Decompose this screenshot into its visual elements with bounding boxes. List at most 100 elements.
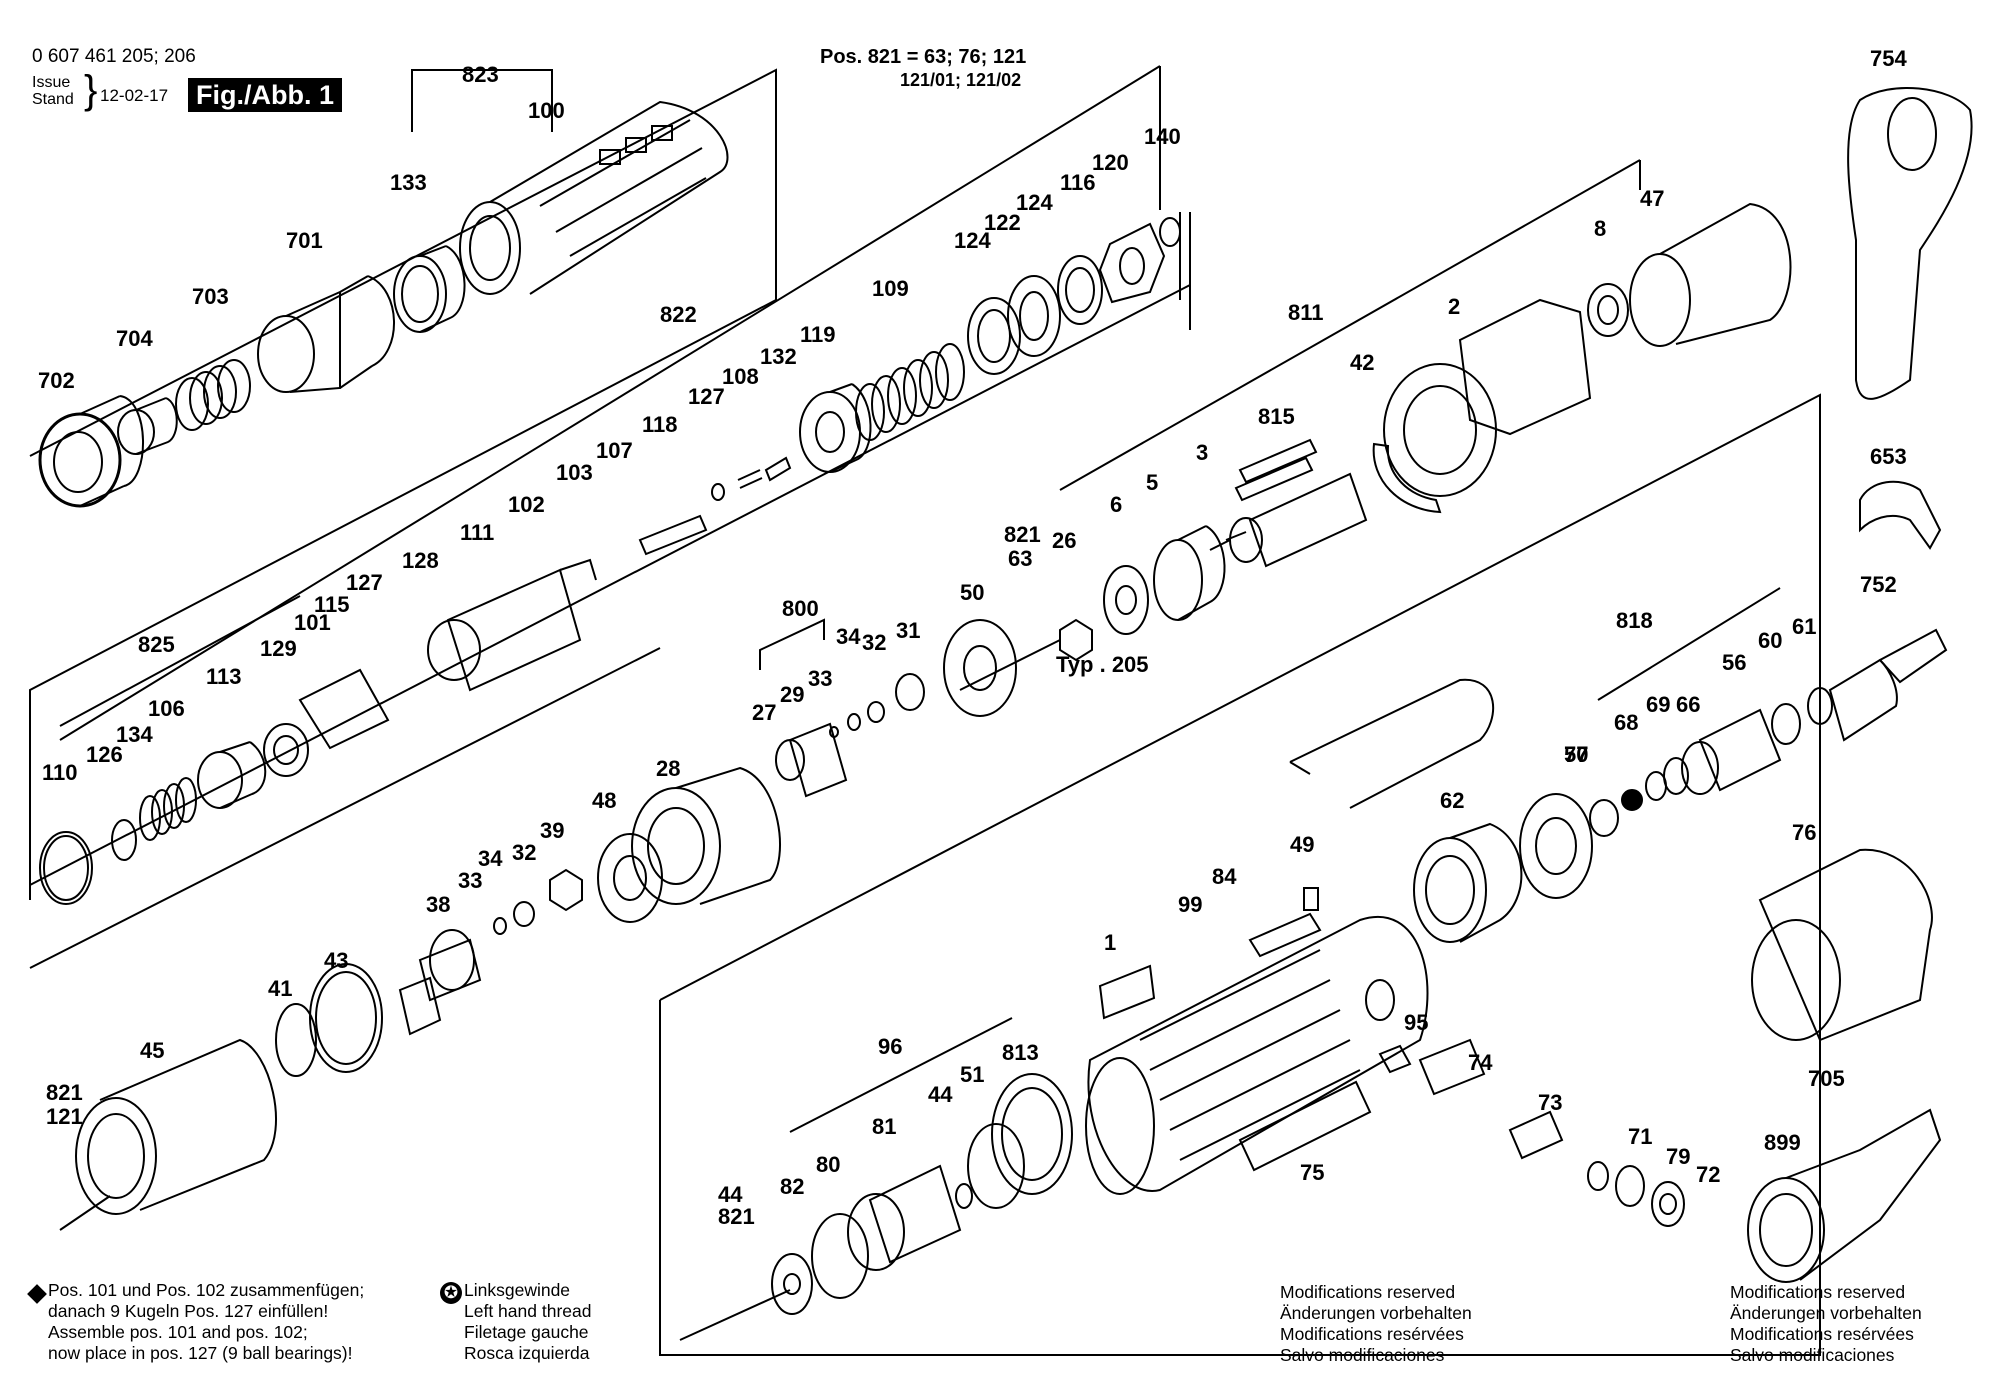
issue-stand-labels: Issue Stand (32, 74, 74, 108)
part-number-label: 124 (954, 228, 991, 253)
part-number-label: 134 (116, 722, 153, 747)
left-thread-star-icon: ✪ (440, 1282, 462, 1304)
part-number-label: 5 (1146, 470, 1158, 495)
part-8 (1587, 283, 1629, 337)
part-number-label: 74 (1468, 1050, 1493, 1075)
part-number-label: 113 (206, 664, 242, 689)
part-number-label: 132 (760, 344, 797, 369)
type-label: Typ . 205 (1056, 652, 1149, 677)
assembly-note-line: Assemble pos. 101 and pos. 102; (48, 1322, 308, 1342)
part-1 (1085, 916, 1429, 1195)
part-number-label: 2 (1448, 294, 1460, 319)
part-number-label: 823 (462, 62, 499, 87)
part-79 (1587, 1161, 1609, 1191)
part-number-label: 821 (718, 1204, 755, 1229)
part-number-label: 120 (1092, 150, 1129, 175)
part-number-label: 108 (722, 364, 759, 389)
part-number-label: 126 (86, 742, 123, 767)
left-thread-line: Rosca izquierda (464, 1343, 590, 1363)
part-133 (393, 245, 466, 333)
part-110 (39, 831, 93, 905)
part-number-label: 121 (46, 1104, 83, 1129)
part-number-label: 653 (1870, 444, 1907, 469)
part-number-label: 102 (508, 492, 545, 517)
frame-lower-right (659, 393, 1821, 1356)
part-number-label: 702 (38, 368, 75, 393)
modifications-line: Änderungen vorbehalten (1730, 1303, 1922, 1323)
part-number-label: 101 (294, 610, 331, 635)
modifications-line: Modifications resérvées (1280, 1324, 1464, 1344)
part-number-label: 107 (596, 438, 633, 463)
part-42 (1372, 442, 1442, 514)
part-118-132-108 (638, 456, 792, 556)
modifications-line: Modifications reserved (1730, 1282, 1906, 1302)
part-38 (398, 929, 482, 1036)
part-number-label: 49 (1290, 832, 1314, 857)
part-number-label: 128 (402, 548, 439, 573)
part-number-label: 95 (1404, 1010, 1428, 1035)
part-26 (959, 618, 1093, 691)
part-number-label: 103 (556, 460, 593, 485)
position-note: Pos. 821 = 63; 76; 121 121/01; 121/02 (820, 46, 1026, 92)
part-126 (111, 819, 137, 861)
modifications-note-right: Modifications reserved Änderungen vorbeh… (1730, 1282, 1922, 1366)
part-number-label: 43 (324, 948, 348, 973)
part-124 (967, 297, 1021, 375)
part-number-label: 32 (512, 840, 536, 865)
part-100 (459, 100, 729, 295)
part-48 (597, 833, 663, 923)
part-number-label: 811 (1288, 300, 1324, 325)
part-47 (1629, 202, 1792, 347)
part-702 (38, 395, 144, 508)
part-82 (847, 1164, 962, 1271)
part-number-label: 701 (286, 228, 323, 253)
part-number-label: 26 (1052, 528, 1076, 553)
part-80 (771, 1253, 813, 1315)
part-number-label: 31 (896, 618, 920, 643)
bracket-822 (59, 65, 1161, 741)
part-number-label: 50 (960, 580, 984, 605)
part-120 (1098, 222, 1166, 304)
part-70 (1519, 793, 1593, 899)
part-number-label: 60 (1758, 628, 1782, 653)
part-51 (991, 1073, 1073, 1195)
part-number-label: 115 (314, 592, 350, 617)
modifications-line: Änderungen vorbehalten (1280, 1303, 1472, 1323)
part-61 (1807, 687, 1833, 725)
part-56 (1681, 708, 1782, 795)
part-701 (257, 275, 395, 393)
part-number-label: 899 (1764, 1130, 1801, 1155)
part-number-label: 61 (1792, 614, 1816, 639)
part-2 (1383, 298, 1592, 497)
part-859-899 (1747, 1108, 1942, 1283)
issue-label: Issue (32, 74, 71, 91)
part-140 (1159, 217, 1181, 247)
part-number-label: 704 (116, 326, 153, 351)
part-number-label: 813 (1002, 1040, 1039, 1065)
part-number-label: 127 (346, 570, 383, 595)
bracket-825 (59, 595, 301, 727)
part-number-label: 118 (642, 412, 678, 437)
left-thread-line: Filetage gauche (464, 1322, 589, 1342)
part-number-label: 84 (1212, 864, 1237, 889)
left-thread-line: Left hand thread (464, 1301, 592, 1321)
part-number-label: 140 (1144, 124, 1181, 149)
part-62 (1289, 678, 1494, 809)
part-number-label: 42 (1350, 350, 1374, 375)
part-number-label: 821 (46, 1080, 83, 1105)
part-43 (309, 963, 383, 1073)
part-planet-31 (895, 673, 925, 711)
part-28 (631, 766, 781, 905)
part-number-label: 71 (1628, 1124, 1652, 1149)
part-113 (197, 741, 267, 809)
part-number-label: 47 (1640, 186, 1664, 211)
part-number-label: 44 (718, 1182, 743, 1207)
part-number-label: 75 (1300, 1160, 1324, 1185)
part-44-lower (811, 1213, 869, 1299)
part-39 (549, 868, 583, 912)
part-number-label: 127 (688, 384, 725, 409)
part-number-label: 129 (260, 636, 297, 661)
part-96 (1238, 1080, 1372, 1172)
part-number-label: 80 (816, 1152, 840, 1177)
part-number-label: 70 (1564, 742, 1588, 767)
